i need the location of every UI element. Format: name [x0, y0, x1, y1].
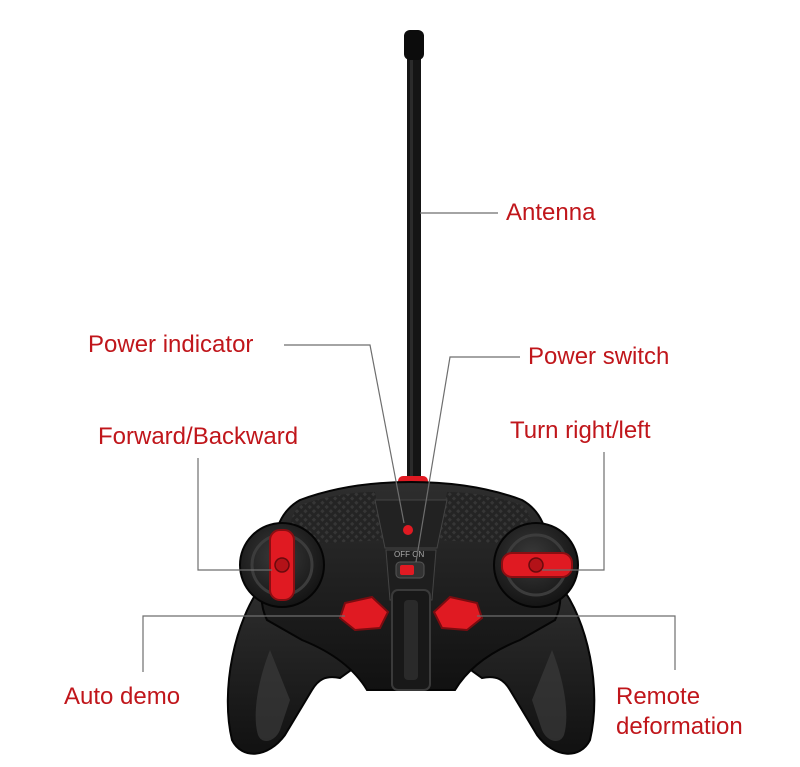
forward-backward-wheel[interactable]	[239, 522, 325, 608]
antenna-label: Antenna	[506, 199, 596, 226]
auto-demo-label: Auto demo	[64, 683, 181, 710]
leader-lines	[142, 212, 676, 672]
turn-right-left-leader	[542, 452, 605, 571]
remote-deformation-leader	[477, 615, 676, 670]
auto-demo-button[interactable]	[338, 595, 390, 632]
turn-right-left-wheel[interactable]	[493, 522, 579, 608]
turn-right-left-label: Turn right/left	[510, 417, 651, 444]
auto-demo-leader	[142, 615, 345, 672]
antenna	[404, 30, 424, 482]
forward-backward-label: Forward/Backward	[98, 423, 299, 450]
svg-text:OFF ON: OFF ON	[394, 550, 424, 559]
forward-backward-leader	[197, 458, 272, 571]
remote-deformation-button[interactable]	[432, 595, 484, 632]
remote-deformation-label: Remote deformation	[616, 682, 743, 742]
power-indicator-label: Power indicator	[88, 331, 254, 358]
remote-deformation-line1: Remote	[616, 683, 701, 710]
power-switch-leader	[415, 356, 520, 563]
remote-deformation-line2: deformation	[616, 713, 743, 740]
power-indicator-leader	[284, 344, 405, 524]
power-switch-label: Power switch	[528, 343, 670, 370]
power-indicator-led	[403, 525, 413, 535]
